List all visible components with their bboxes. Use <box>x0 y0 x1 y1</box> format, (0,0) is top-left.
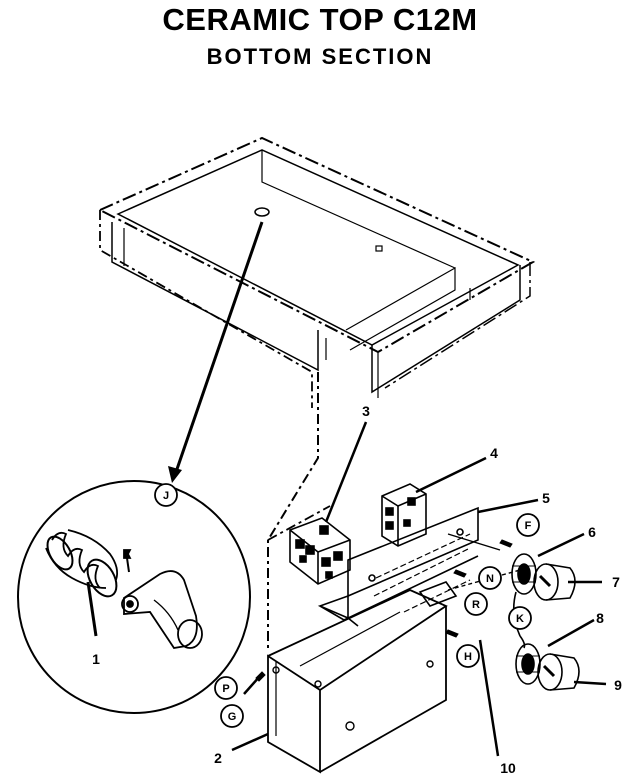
small-screws <box>255 539 513 682</box>
part-number-10: 10 <box>500 760 516 776</box>
svg-text:K: K <box>516 613 524 625</box>
knob-lower <box>537 653 580 691</box>
part-labels: 1 2 3 4 5 6 7 8 9 10 <box>92 403 622 776</box>
detail-circle <box>17 480 251 714</box>
part-number-8: 8 <box>596 610 604 626</box>
infinite-switch <box>381 483 427 547</box>
svg-text:H: H <box>464 651 472 663</box>
part-number-2: 2 <box>214 750 222 766</box>
diagram-subtitle: BOTTOM SECTION <box>206 44 434 69</box>
callout-k: K <box>508 606 532 630</box>
svg-text:G: G <box>228 711 237 723</box>
part-number-9: 9 <box>614 677 622 693</box>
callout-g: G <box>220 704 244 728</box>
svg-text:N: N <box>486 573 494 585</box>
junction-box <box>267 372 448 774</box>
conduit-connector <box>45 529 203 649</box>
part-number-5: 5 <box>542 490 550 506</box>
part-number-7: 7 <box>612 574 620 590</box>
svg-text:P: P <box>222 683 229 695</box>
callout-h: H <box>456 644 480 668</box>
bottom-pan-tray <box>97 136 536 408</box>
svg-text:R: R <box>472 599 480 611</box>
leader-lines <box>231 421 607 757</box>
detail-pointer-arrow <box>168 221 264 483</box>
callout-n: N <box>478 566 502 590</box>
terminal-block <box>289 517 351 585</box>
part-number-6: 6 <box>588 524 596 540</box>
leader-line-1 <box>86 581 98 637</box>
part-number-1: 1 <box>92 651 100 667</box>
part-number-4: 4 <box>490 445 498 461</box>
callout-f: F <box>516 513 540 537</box>
callout-r: R <box>464 592 488 616</box>
svg-text:F: F <box>525 520 532 532</box>
callout-j: J <box>154 483 178 507</box>
dial-upper <box>511 553 537 595</box>
svg-text:J: J <box>163 490 169 502</box>
dial-lower <box>515 643 541 685</box>
callout-p: P <box>214 676 238 700</box>
diagram-title: CERAMIC TOP C12M <box>162 2 478 37</box>
part-number-3: 3 <box>362 403 370 419</box>
